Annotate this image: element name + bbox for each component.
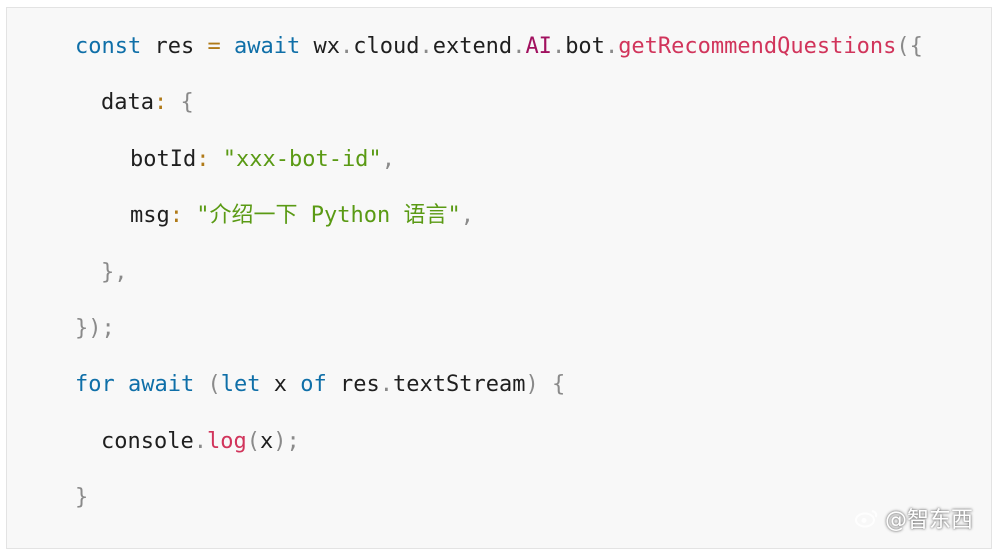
code-token: log <box>206 428 247 454</box>
code-token: ({ <box>896 34 923 59</box>
code-token: ) <box>525 372 539 398</box>
code-token <box>221 34 234 59</box>
code-token: of <box>300 372 327 398</box>
code-token: await <box>233 34 301 59</box>
code-token <box>194 34 207 59</box>
code-token: { <box>551 372 566 398</box>
code-token: data <box>101 90 154 116</box>
code-token: let <box>220 372 261 398</box>
code-token: botId <box>130 146 197 172</box>
code-token: { <box>180 90 194 116</box>
code-token: msg <box>130 203 170 229</box>
code-token <box>167 90 180 115</box>
code-line: const res = await wx.cloud.extend.AI.bot… <box>75 32 923 62</box>
code-token: . <box>339 34 354 59</box>
code-line: for await (let x of res.textStream) { <box>75 370 565 400</box>
code-token: } <box>75 485 89 511</box>
code-line: botId: "xxx-bot-id", <box>130 145 395 175</box>
code-line: }, <box>101 258 128 288</box>
watermark-text: @智东西 <box>884 508 973 533</box>
code-token: "介绍一下 Python 语言" <box>196 203 461 229</box>
code-token: x <box>259 428 274 454</box>
code-token: ( <box>246 428 260 454</box>
code-token <box>183 203 196 228</box>
code-block: const res = await wx.cloud.extend.AI.bot… <box>6 7 992 549</box>
code-token: const <box>75 34 142 59</box>
code-token: await <box>128 372 195 398</box>
code-token: for <box>75 372 115 398</box>
code-token: = <box>207 34 221 59</box>
code-line: console.log(x); <box>101 427 300 457</box>
code-token <box>194 372 207 397</box>
watermark: @智东西 <box>854 502 973 534</box>
code-token: res <box>154 34 195 59</box>
code-token: , <box>460 203 474 229</box>
code-token: AI <box>525 34 552 59</box>
code-token: cloud <box>353 34 420 59</box>
code-token <box>539 372 552 397</box>
code-token: . <box>379 372 393 398</box>
code-token: . <box>512 34 526 59</box>
code-token: . <box>193 428 207 454</box>
code-token: , <box>381 146 395 172</box>
weibo-logo-icon <box>854 510 878 528</box>
code-content: const res = await wx.cloud.extend.AI.bot… <box>7 8 991 548</box>
code-token: getRecommendQuestions <box>618 34 897 59</box>
code-line: msg: "介绍一下 Python 语言", <box>130 201 474 231</box>
code-token: : <box>169 203 183 229</box>
code-token: console <box>101 428 194 454</box>
code-token: . <box>551 34 566 59</box>
code-token <box>115 372 128 397</box>
code-token: . <box>604 34 619 59</box>
code-token: : <box>196 146 210 172</box>
code-token: textStream <box>392 372 526 398</box>
code-token: . <box>419 34 433 59</box>
code-line: data: { <box>101 88 194 118</box>
code-line: }); <box>75 314 115 344</box>
code-token <box>287 372 300 397</box>
code-token <box>260 372 273 397</box>
code-token <box>327 372 340 397</box>
code-token: ( <box>207 372 221 398</box>
code-token: }); <box>75 316 115 341</box>
code-token: ); <box>273 428 300 454</box>
code-token: }, <box>101 259 128 285</box>
code-token <box>141 34 154 59</box>
code-token: extend <box>432 34 513 59</box>
code-token <box>209 147 222 172</box>
code-token: wx <box>313 34 340 59</box>
code-token: bot <box>565 34 605 59</box>
code-token: "xxx-bot-id" <box>222 146 382 172</box>
code-token <box>300 34 313 59</box>
code-token: res <box>339 372 380 398</box>
code-token: : <box>153 90 168 116</box>
code-line: } <box>75 483 88 513</box>
code-token: x <box>273 372 287 398</box>
